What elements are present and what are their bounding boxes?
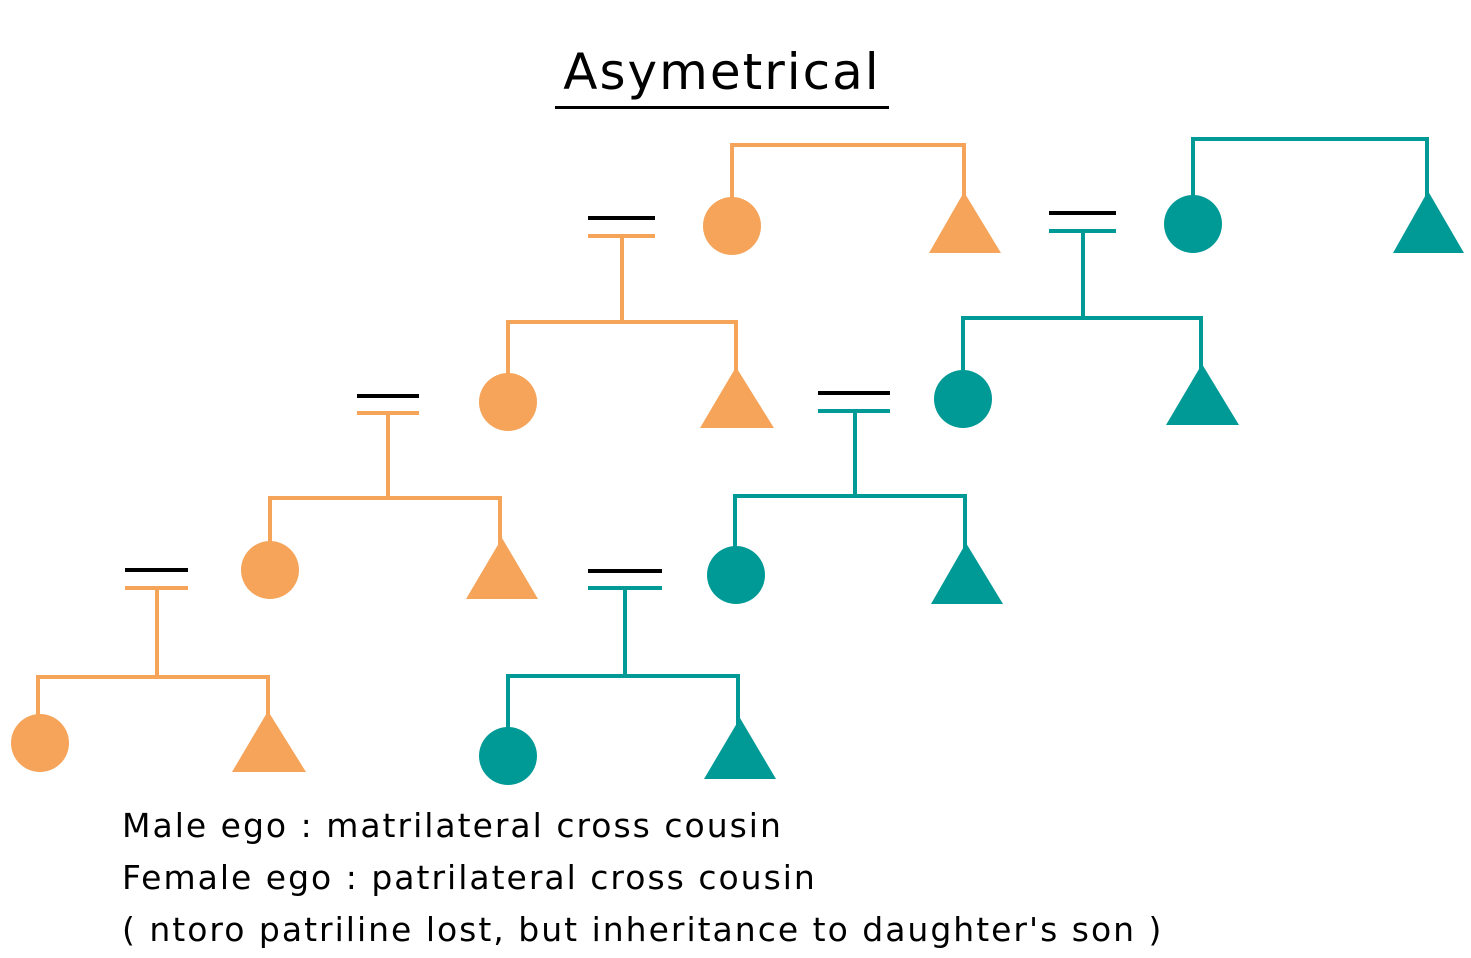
teal-gen2-sibling-line [961,316,1203,372]
teal-gen3-female-circle [707,546,765,604]
marriage-bar-teal-3 [588,569,662,676]
orange-gen3-female-circle [241,541,299,599]
orange-gen2-male-triangle [700,367,774,428]
marriage-bar-orange-1 [588,216,655,322]
teal-gen3-male-triangle [931,543,1003,604]
teal-gen2-female-circle [934,370,992,428]
teal-gen1-sibling-group [1164,137,1464,253]
title-underline [555,106,889,109]
caption-female-ego: Female ego : patrilateral cross cousin [122,858,817,897]
teal-gen1-sibling-line [1191,137,1429,198]
teal-gen4-sibling-group [479,674,776,785]
orange-gen4-sibling-line [36,675,270,718]
orange-gen1-female-circle [703,197,761,255]
teal-gen3-sibling-group [707,494,1003,604]
marriage-bar-teal-1 [1049,211,1116,318]
orange-gen1-sibling-line [730,143,966,198]
caption-note: ( ntoro patriline lost, but inheritance … [122,910,1164,949]
teal-gen2-male-triangle [1166,364,1239,425]
orange-gen4-male-triangle [232,711,306,772]
orange-gen3-sibling-group [241,496,538,599]
teal-gen2-sibling-group [934,316,1239,428]
orange-gen2-female-circle [479,373,537,431]
orange-gen3-sibling-line [268,496,502,545]
orange-gen2-sibling-line [506,320,738,375]
marriage-bar-teal-2 [818,391,890,496]
teal-gen3-sibling-line [733,494,967,548]
teal-gen1-female-circle [1164,195,1222,253]
teal-gen4-sibling-line [506,674,740,730]
teal-gen4-female-circle [479,727,537,785]
orange-gen4-sibling-group [11,675,306,772]
marriage-bar-orange-2 [357,394,419,498]
teal-gen4-male-triangle [704,718,776,779]
diagram-title: Asymetrical [563,43,881,101]
orange-gen2-sibling-group [479,320,774,431]
orange-gen3-male-triangle [466,538,538,599]
orange-gen4-female-circle [11,714,69,772]
teal-gen1-male-triangle [1393,191,1464,253]
marriage-bar-orange-3 [125,568,188,677]
caption-male-ego: Male ego : matrilateral cross cousin [122,806,783,845]
orange-gen1-male-triangle [929,192,1001,253]
orange-gen1-sibling-group [703,143,1001,255]
